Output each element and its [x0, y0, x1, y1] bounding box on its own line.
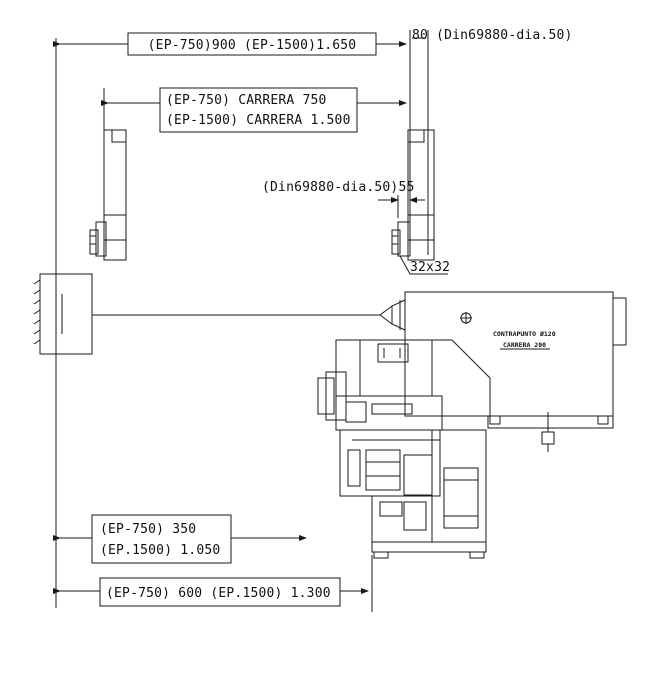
end-offset-label: 80 (Din69880-dia.50) — [412, 28, 573, 43]
turret-right-position — [391, 129, 435, 261]
tailstock-stroke-label: CARRERA 200 — [503, 341, 546, 349]
tool-section-callout: 32x32 — [399, 255, 450, 275]
dimension-total-length: (EP-750)900 (EP-1500)1.650 — [53, 32, 407, 56]
dimension-tool-offset: (Din69880-dia.50)55 — [262, 180, 425, 203]
dimension-end-offset: 80 (Din69880-dia.50) — [412, 28, 573, 43]
dimension-max-distance: (EP-750) 600 (EP.1500) 1.300 — [53, 577, 369, 607]
max-distance-label: (EP-750) 600 (EP.1500) 1.300 — [106, 586, 331, 601]
total-length-label: (EP-750)900 (EP-1500)1.650 — [148, 38, 357, 53]
carriage-assembly — [317, 339, 491, 559]
tailstock-quill-label: CONTRAPUNTO Ø120 — [493, 330, 556, 338]
dimension-min-distance: (EP-750) 350 (EP.1500) 1.050 — [53, 514, 307, 564]
tool-section-label: 32x32 — [410, 260, 450, 275]
carriage-stroke-750-label: (EP-750) CARRERA 750 — [166, 93, 327, 108]
min-distance-750-label: (EP-750) 350 — [100, 522, 196, 537]
turret-left-position — [89, 129, 127, 261]
tool-offset-label: (Din69880-dia.50)55 — [262, 180, 415, 195]
tailstock: CONTRAPUNTO Ø120 CARRERA 200 — [379, 291, 627, 452]
dimension-carriage-stroke: (EP-750) CARRERA 750 (EP-1500) CARRERA 1… — [101, 87, 407, 133]
carriage-stroke-1500-label: (EP-1500) CARRERA 1.500 — [166, 113, 351, 128]
spindle-chuck — [33, 273, 93, 355]
min-distance-1500-label: (EP.1500) 1.050 — [100, 543, 220, 558]
